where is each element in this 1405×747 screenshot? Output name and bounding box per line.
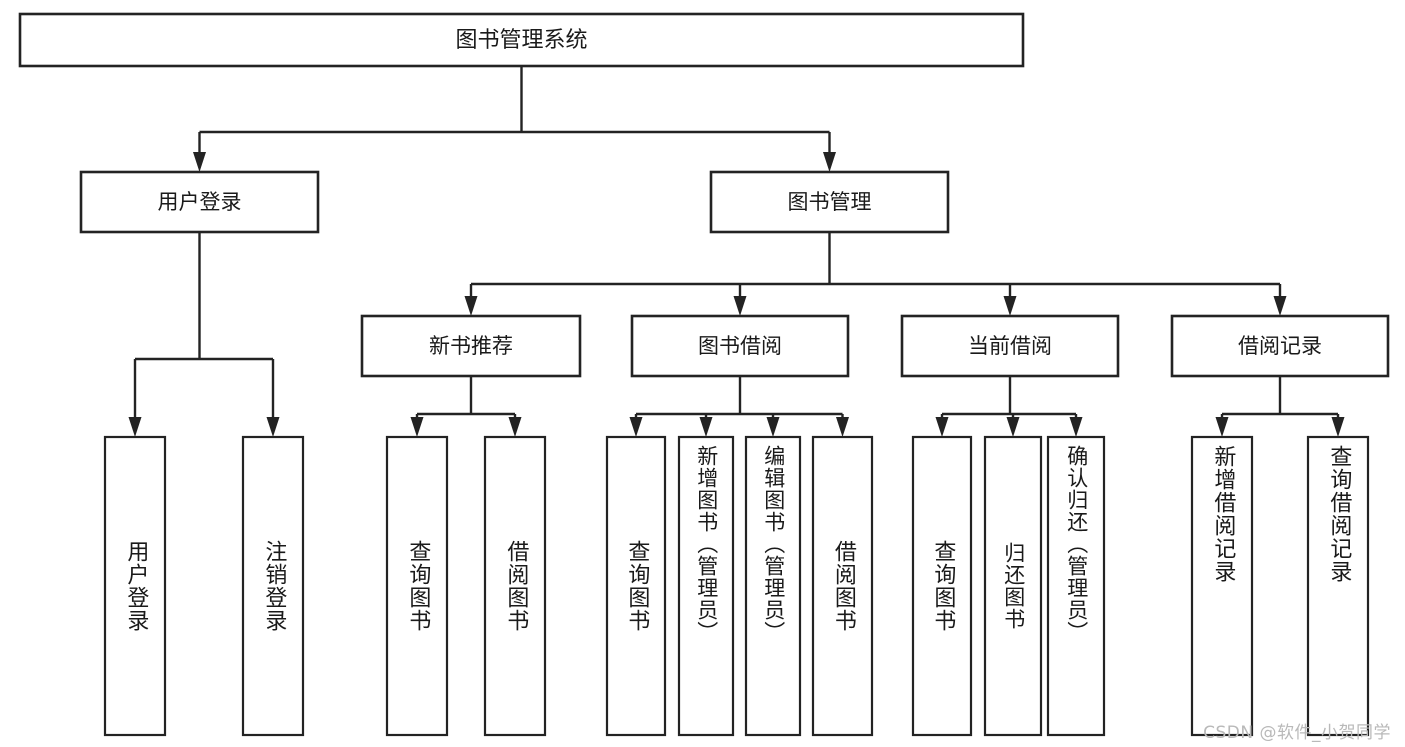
arrow-head <box>128 417 142 437</box>
arrow-head <box>766 417 780 437</box>
node-box-leaf-rec-borrow-book[interactable] <box>483 435 547 737</box>
node-box-root[interactable] <box>18 12 1025 68</box>
node-box-leaf-user-logout[interactable] <box>241 435 305 737</box>
node-box-user-login[interactable] <box>79 170 320 234</box>
node-label-user-login: 用户登录 <box>158 190 242 214</box>
edge-group-user-login <box>128 232 280 437</box>
node-box-leaf-borrow-borrow-book[interactable] <box>811 435 874 737</box>
edge-group-current-borrow <box>935 376 1083 437</box>
arrow-head <box>836 417 849 437</box>
boxes-layer <box>18 12 1390 737</box>
arrow-head <box>935 417 949 437</box>
arrow-head <box>410 417 424 437</box>
node-box-new-book-rec[interactable] <box>360 314 582 378</box>
arrow-head <box>733 296 747 316</box>
edge-group-root <box>193 66 836 172</box>
edge-group-book-borrow <box>629 376 849 437</box>
node-box-book-manage[interactable] <box>709 170 950 234</box>
node-box-borrow-record[interactable] <box>1170 314 1390 378</box>
node-box-leaf-cur-query-book[interactable] <box>911 435 973 737</box>
node-box-leaf-borrow-query-book[interactable] <box>605 435 667 737</box>
edge-group-new-book-rec <box>410 376 522 437</box>
node-box-leaf-rec-query-book[interactable] <box>385 435 449 737</box>
arrow-head <box>1003 296 1017 316</box>
node-label-new-book-rec: 新书推荐 <box>429 334 513 358</box>
node-box-book-borrow[interactable] <box>630 314 850 378</box>
arrow-head <box>629 417 643 437</box>
node-label-root: 图书管理系统 <box>455 28 587 53</box>
arrow-head <box>266 417 280 437</box>
node-box-leaf-cur-return-book[interactable] <box>983 435 1043 737</box>
node-box-leaf-rec-add-record[interactable] <box>1190 435 1254 737</box>
arrow-head <box>508 417 522 437</box>
node-box-leaf-user-login[interactable] <box>103 435 167 737</box>
node-label-current-borrow: 当前借阅 <box>968 334 1052 358</box>
arrow-head <box>699 417 713 437</box>
node-label-book-manage: 图书管理 <box>788 190 872 214</box>
arrow-head <box>1069 417 1083 437</box>
arrow-head <box>1273 296 1287 316</box>
arrow-head <box>464 296 478 316</box>
edge-group-borrow-record <box>1215 376 1345 437</box>
node-box-leaf-cur-confirm-return[interactable] <box>1046 435 1106 737</box>
arrow-head <box>1006 417 1020 437</box>
arrow-head <box>823 152 836 172</box>
node-label-borrow-record: 借阅记录 <box>1238 334 1322 358</box>
edges-layer <box>128 66 1345 437</box>
edge-group-book-manage <box>464 232 1287 316</box>
node-box-leaf-borrow-edit-book[interactable] <box>744 435 802 737</box>
arrow-head <box>1331 417 1345 437</box>
arrow-head <box>1215 417 1229 437</box>
node-box-leaf-borrow-add-book[interactable] <box>677 435 735 737</box>
arrow-head <box>193 152 206 172</box>
node-box-leaf-rec-query-record[interactable] <box>1306 435 1370 737</box>
watermark-text: CSDN @软件_小贺同学 <box>1203 723 1391 743</box>
node-box-current-borrow[interactable] <box>900 314 1120 378</box>
node-label-book-borrow: 图书借阅 <box>698 334 782 358</box>
